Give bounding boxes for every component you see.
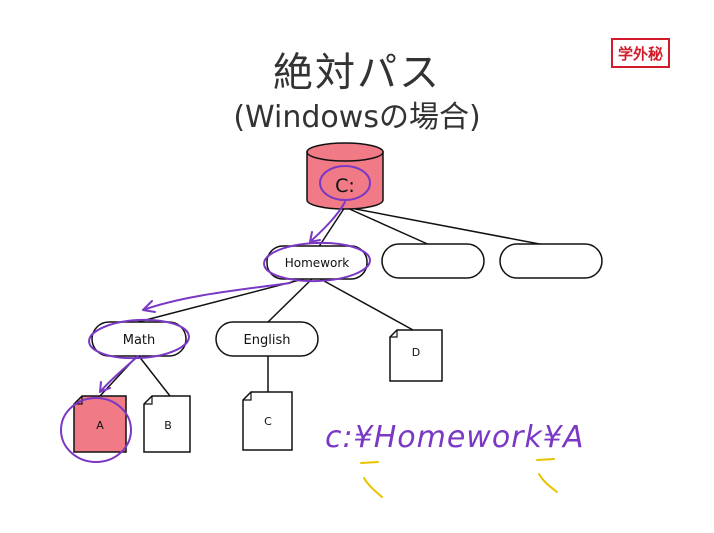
folder-english-node: English bbox=[215, 321, 319, 357]
file-c-label: C bbox=[264, 415, 272, 428]
arrow-homework-to-math bbox=[142, 282, 291, 313]
slide-title: 絶対パス bbox=[273, 50, 441, 96]
yellow-highlight-marks bbox=[360, 458, 558, 498]
folder-empty-node bbox=[499, 243, 603, 279]
drive-label: C: bbox=[335, 175, 355, 197]
file-a-label: A bbox=[96, 419, 104, 432]
file-c-node: C bbox=[242, 391, 293, 451]
folder-homework-node: Homework bbox=[266, 245, 368, 280]
folder-empty-node bbox=[381, 243, 485, 279]
file-b-node: B bbox=[143, 395, 191, 453]
handwritten-path-annotations bbox=[60, 165, 371, 463]
tree-connectors bbox=[99, 206, 551, 397]
folder-math-label: Math bbox=[123, 333, 156, 348]
folder-homework-label: Homework bbox=[285, 256, 350, 270]
drive-circle-mark bbox=[319, 165, 371, 201]
file-d-label: D bbox=[412, 346, 420, 359]
file-a-node: A bbox=[73, 395, 127, 453]
handwritten-path-text: c:¥Homework¥A bbox=[325, 420, 585, 455]
folder-math-node: Math bbox=[91, 321, 187, 357]
homework-circle-mark bbox=[263, 241, 371, 283]
arrow-drive-to-homework bbox=[309, 201, 346, 243]
file-d-node: D bbox=[389, 329, 443, 382]
slide-subtitle: (Windowsの場合) bbox=[233, 100, 481, 135]
file-b-label: B bbox=[164, 419, 172, 432]
file-a-circle-mark bbox=[60, 397, 132, 463]
confidential-stamp: 学外秘 bbox=[611, 38, 670, 68]
folder-english-label: English bbox=[244, 333, 291, 348]
math-circle-mark bbox=[88, 318, 190, 360]
arrow-math-to-a bbox=[99, 355, 139, 393]
